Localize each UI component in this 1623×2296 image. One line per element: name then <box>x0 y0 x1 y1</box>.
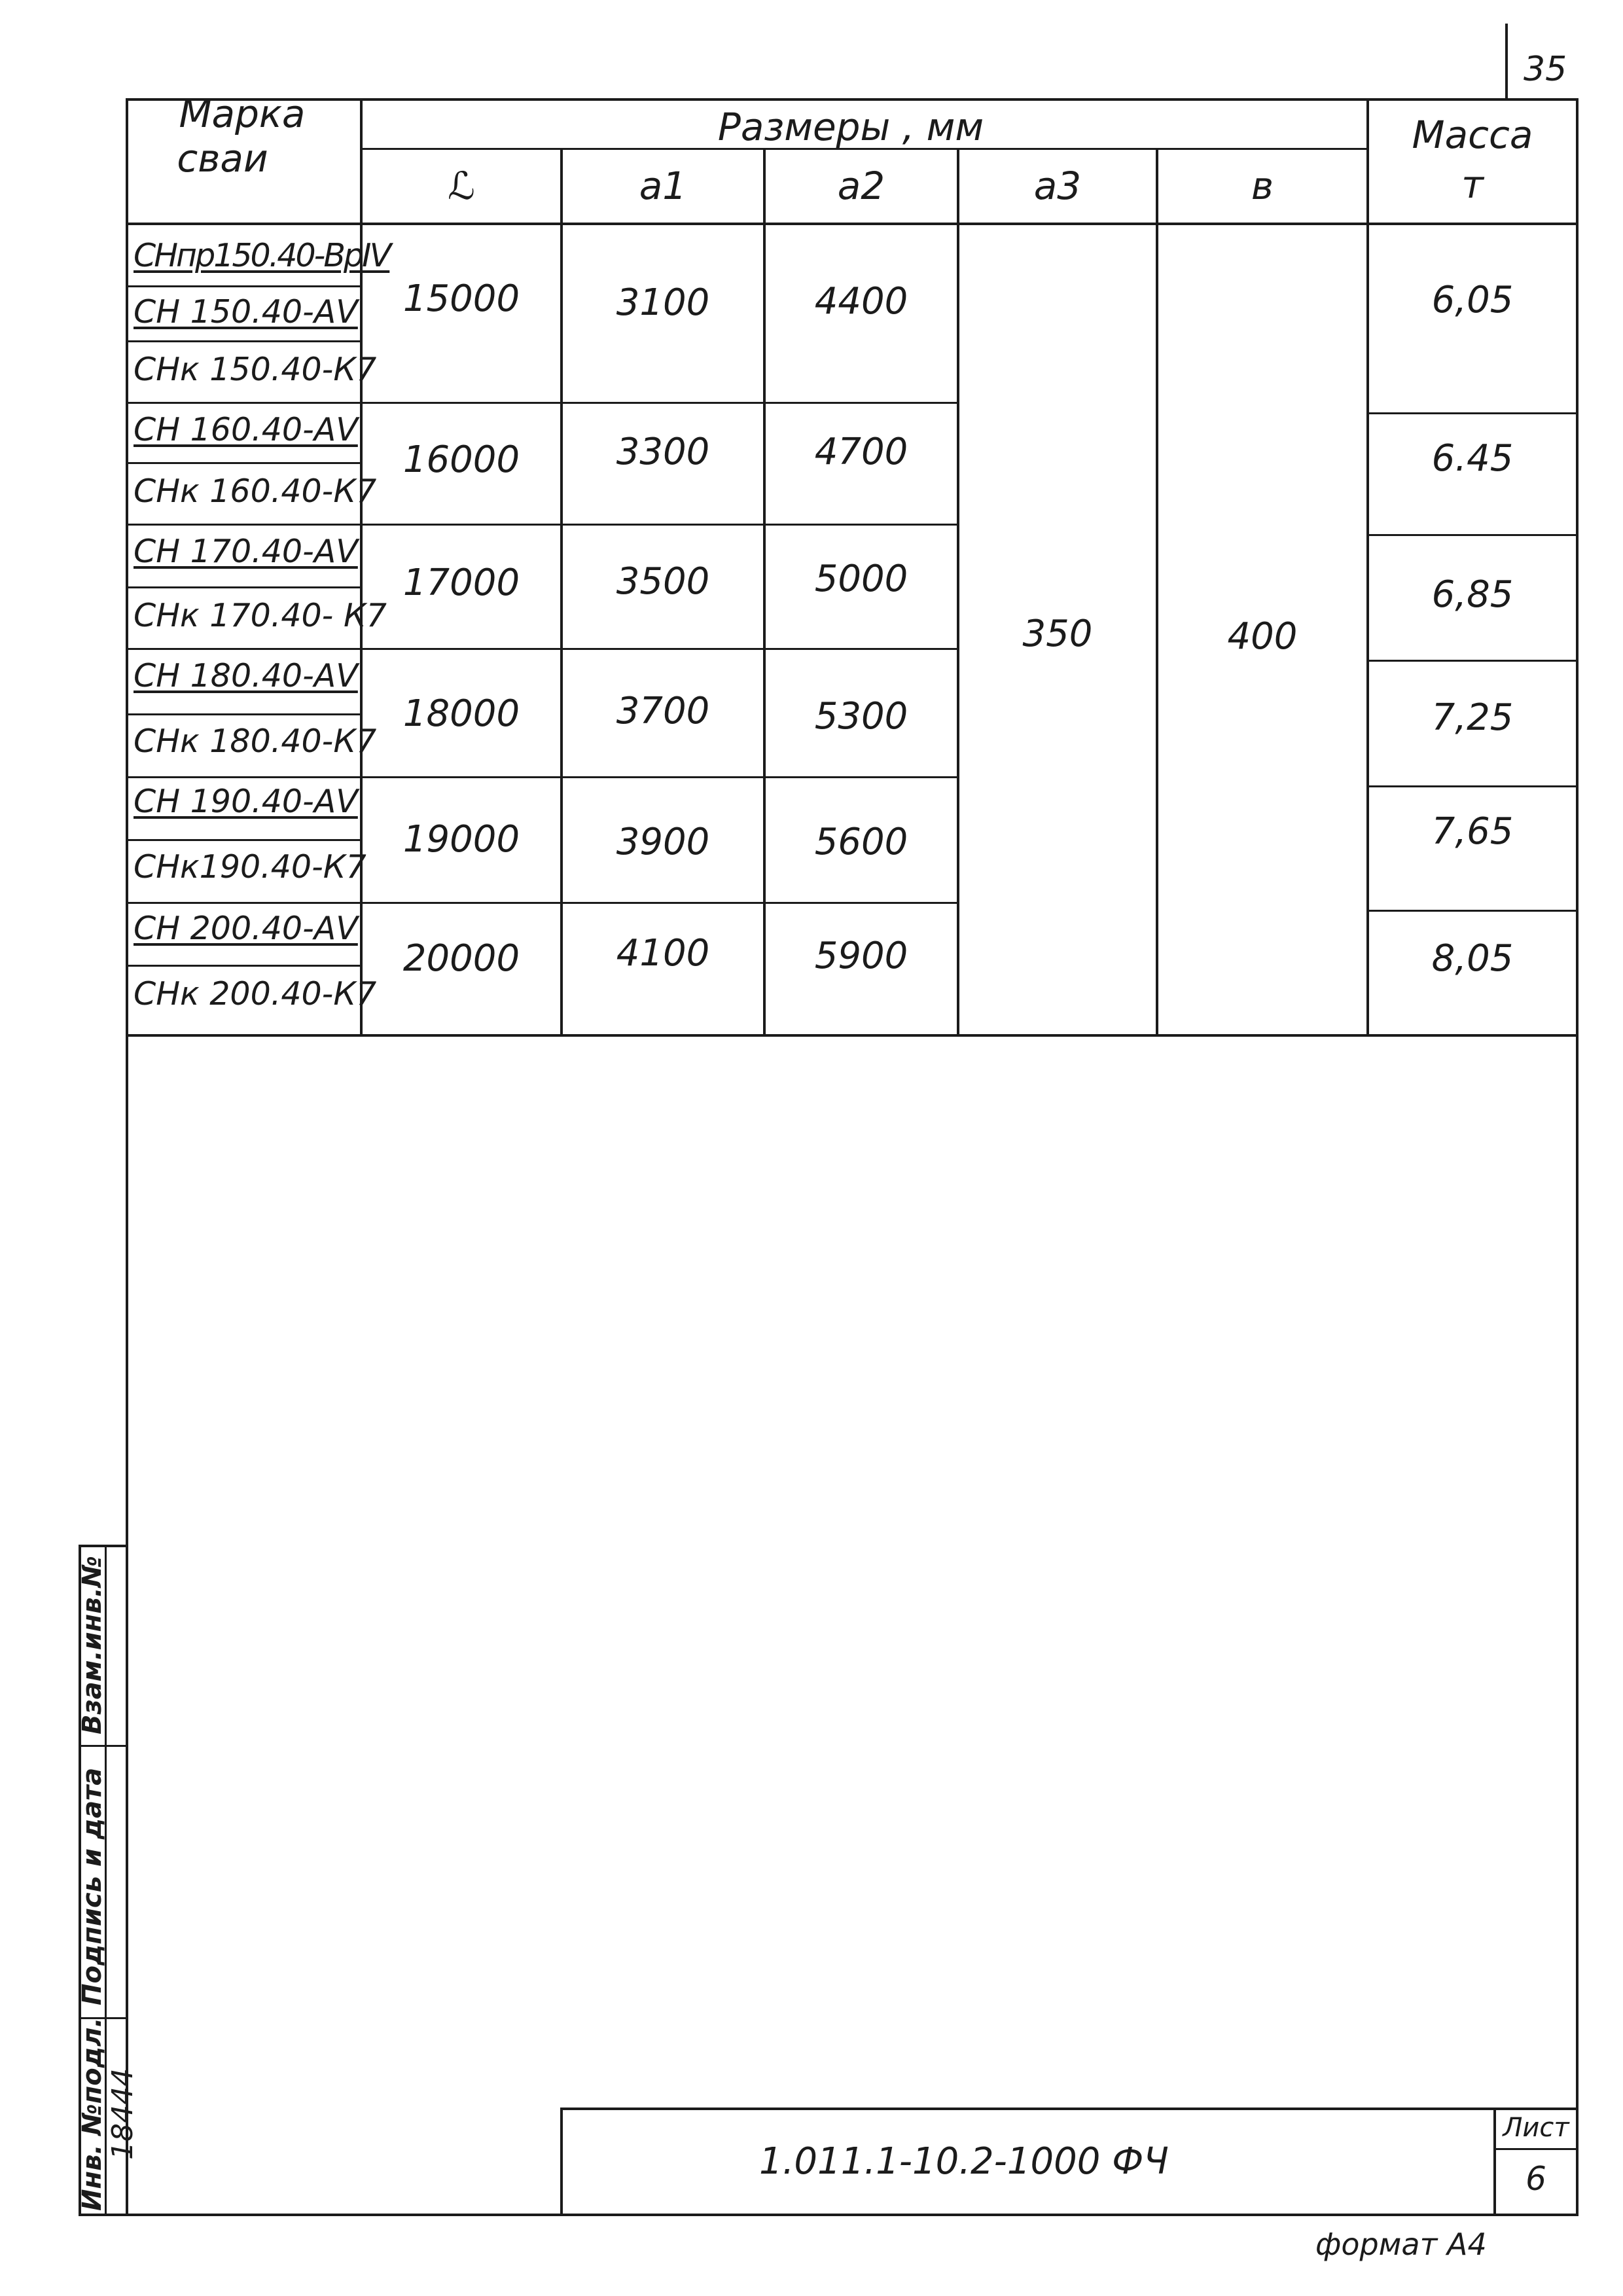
cell-a2: 5600 <box>814 821 908 863</box>
header-col-a3: а3 <box>1033 164 1082 208</box>
cell-mass: 8,05 <box>1431 937 1514 980</box>
header-col-a1: а1 <box>639 164 687 208</box>
header-col-a2: а2 <box>837 164 885 208</box>
pile-mark: СН 160.40-АⅤ <box>134 411 358 448</box>
cell-a1: 3300 <box>616 431 710 473</box>
sheet-number: 6 <box>1525 2160 1546 2198</box>
header-svai: сваи <box>177 136 268 181</box>
header-col-l: ℒ <box>448 164 475 208</box>
cell-a2: 4400 <box>814 280 908 323</box>
cell-a3-shared: 350 <box>1022 613 1093 655</box>
cell-l: 15000 <box>402 278 520 320</box>
cell-a1: 3900 <box>616 821 710 863</box>
cell-a1: 4100 <box>616 932 710 975</box>
pile-mark: СН 180.40-АⅤ <box>134 657 358 694</box>
pile-mark: СНк190.40-К7 <box>134 848 366 886</box>
cell-a2: 5900 <box>814 935 908 977</box>
header-col-b: в <box>1251 164 1274 208</box>
stamp-podpis-label: Подпись и дата <box>77 1767 107 2005</box>
cell-mass: 6.45 <box>1431 437 1514 480</box>
pile-mark: СНк 180.40-К7 <box>134 723 377 760</box>
cell-mass: 7,25 <box>1431 696 1514 739</box>
pile-mark: СН 150.40-АⅤ <box>134 293 358 331</box>
stamp-vzam-inv-label: Взам.инв.№ <box>77 1556 107 1734</box>
pile-mark: СНпр150.40-ВрⅣ <box>134 237 391 274</box>
header-razmery: Размеры , мм <box>717 105 984 149</box>
cell-a2: 4700 <box>814 431 908 473</box>
drawing-code: 1.011.1-10.2-1000 ФЧ <box>759 2140 1169 2183</box>
cell-a1: 3100 <box>616 281 710 324</box>
cell-a1: 3500 <box>616 560 710 603</box>
pile-mark: СН 200.40-АⅤ <box>134 910 358 947</box>
header-massa: Масса <box>1412 113 1533 157</box>
frame-left-border <box>126 98 128 2216</box>
cell-mass: 6,85 <box>1431 573 1514 616</box>
cell-a1: 3700 <box>616 690 710 732</box>
page-number: 35 <box>1524 50 1567 89</box>
cell-l: 18000 <box>402 692 520 735</box>
pile-mark: СН 190.40-АⅤ <box>134 783 358 820</box>
sheet-label: Лист <box>1503 2113 1569 2143</box>
cell-l: 19000 <box>402 818 520 861</box>
cell-a2: 5000 <box>814 558 908 600</box>
cell-l: 20000 <box>402 937 520 980</box>
stamp-inv-podl-value: 18444 <box>106 2068 139 2160</box>
cell-l: 17000 <box>402 562 520 604</box>
header-massa-unit: т <box>1461 162 1484 207</box>
pile-mark: СНк 150.40-К7 <box>134 351 377 388</box>
pile-mark: СНк 170.40- К7 <box>134 597 387 634</box>
frame-right-border <box>1576 98 1578 2216</box>
pile-mark: СНк 200.40-К7 <box>134 975 377 1013</box>
pile-mark: СНк 160.40-К7 <box>134 473 377 510</box>
header-marka: Марка <box>179 92 306 136</box>
table-header-bottom-rule <box>126 223 1578 225</box>
cell-b-shared: 400 <box>1227 615 1298 658</box>
pile-mark: СН 170.40-АⅤ <box>134 533 358 570</box>
format-label: формат А4 <box>1315 2227 1487 2262</box>
cell-mass: 7,65 <box>1431 810 1514 853</box>
cell-l: 16000 <box>402 439 520 481</box>
cell-mass: 6,05 <box>1431 279 1514 321</box>
stamp-inv-podl-label: Инв. №подл. <box>77 2017 107 2211</box>
cell-a2: 5300 <box>814 695 908 738</box>
